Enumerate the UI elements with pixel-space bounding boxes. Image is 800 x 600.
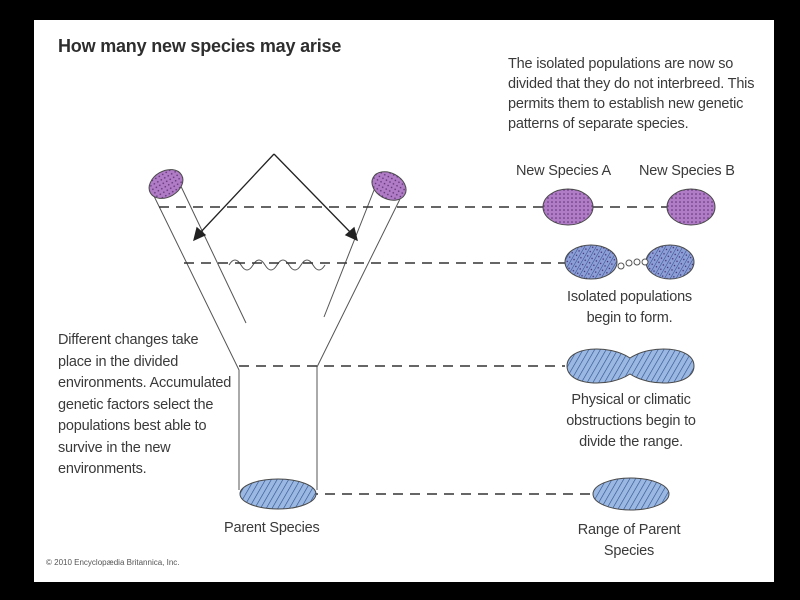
wavy-separation-line: [228, 259, 326, 271]
isolation-note: The isolated populations are now so divi…: [508, 56, 755, 132]
page-title: How many new species may arise: [58, 36, 342, 56]
gene-flow-bubbles: [617, 258, 649, 270]
new-species-b-label: New Species B: [639, 163, 735, 179]
tube-top-right-oval: [371, 171, 407, 201]
dividing-range-shape: [566, 348, 695, 384]
tube-left-outer: [151, 191, 240, 490]
range-parent-species-label: Range of Parent Species: [577, 522, 681, 559]
speciation-diagram: [148, 153, 716, 511]
diagram-slide: How many new species may arise The isola…: [34, 20, 774, 582]
parent-species-label: Parent Species: [224, 520, 320, 536]
environment-note: Different changes take place in the divi…: [58, 332, 232, 477]
new-species-b-oval: [666, 188, 716, 226]
arrow-left-head: [193, 226, 207, 242]
arrow-right-head: [344, 226, 358, 242]
tube-top-left-oval: [148, 169, 184, 199]
obstructions-label: Physical or climatic obstructions begin …: [566, 392, 696, 450]
isolated-population-right: [645, 244, 695, 280]
range-parent-species-oval: [592, 477, 670, 511]
tube-right-outer: [316, 196, 402, 490]
tube-left-inner: [176, 177, 247, 324]
arrow-left-line: [198, 153, 275, 235]
isolated-population-left: [564, 244, 618, 280]
y-tube: [151, 177, 402, 490]
copyright-notice: © 2010 Encyclopædia Britannica, Inc.: [46, 558, 180, 567]
new-species-a-label: New Species A: [516, 163, 611, 179]
arrow-right-line: [273, 153, 353, 235]
tube-right-inner: [323, 179, 379, 318]
dashed-guides: [159, 206, 667, 495]
divergence-arrows: [193, 153, 358, 242]
new-species-a-oval: [542, 188, 594, 226]
parent-species-oval: [239, 478, 317, 510]
isolated-populations-label: Isolated populations begin to form.: [567, 289, 692, 326]
